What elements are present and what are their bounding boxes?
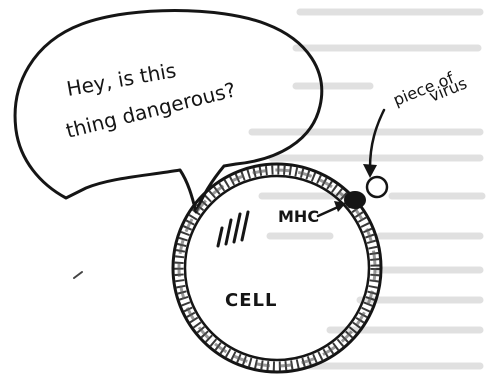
cell-interior-marks [218, 212, 248, 246]
virus-piece [367, 177, 387, 197]
virus-arrowhead [363, 164, 377, 178]
mhc-arrow [318, 207, 338, 216]
mhc-label: MHC [278, 207, 319, 226]
stray-mark [74, 272, 82, 278]
cell-label: CELL [225, 290, 277, 311]
mhc-molecule [344, 191, 366, 209]
